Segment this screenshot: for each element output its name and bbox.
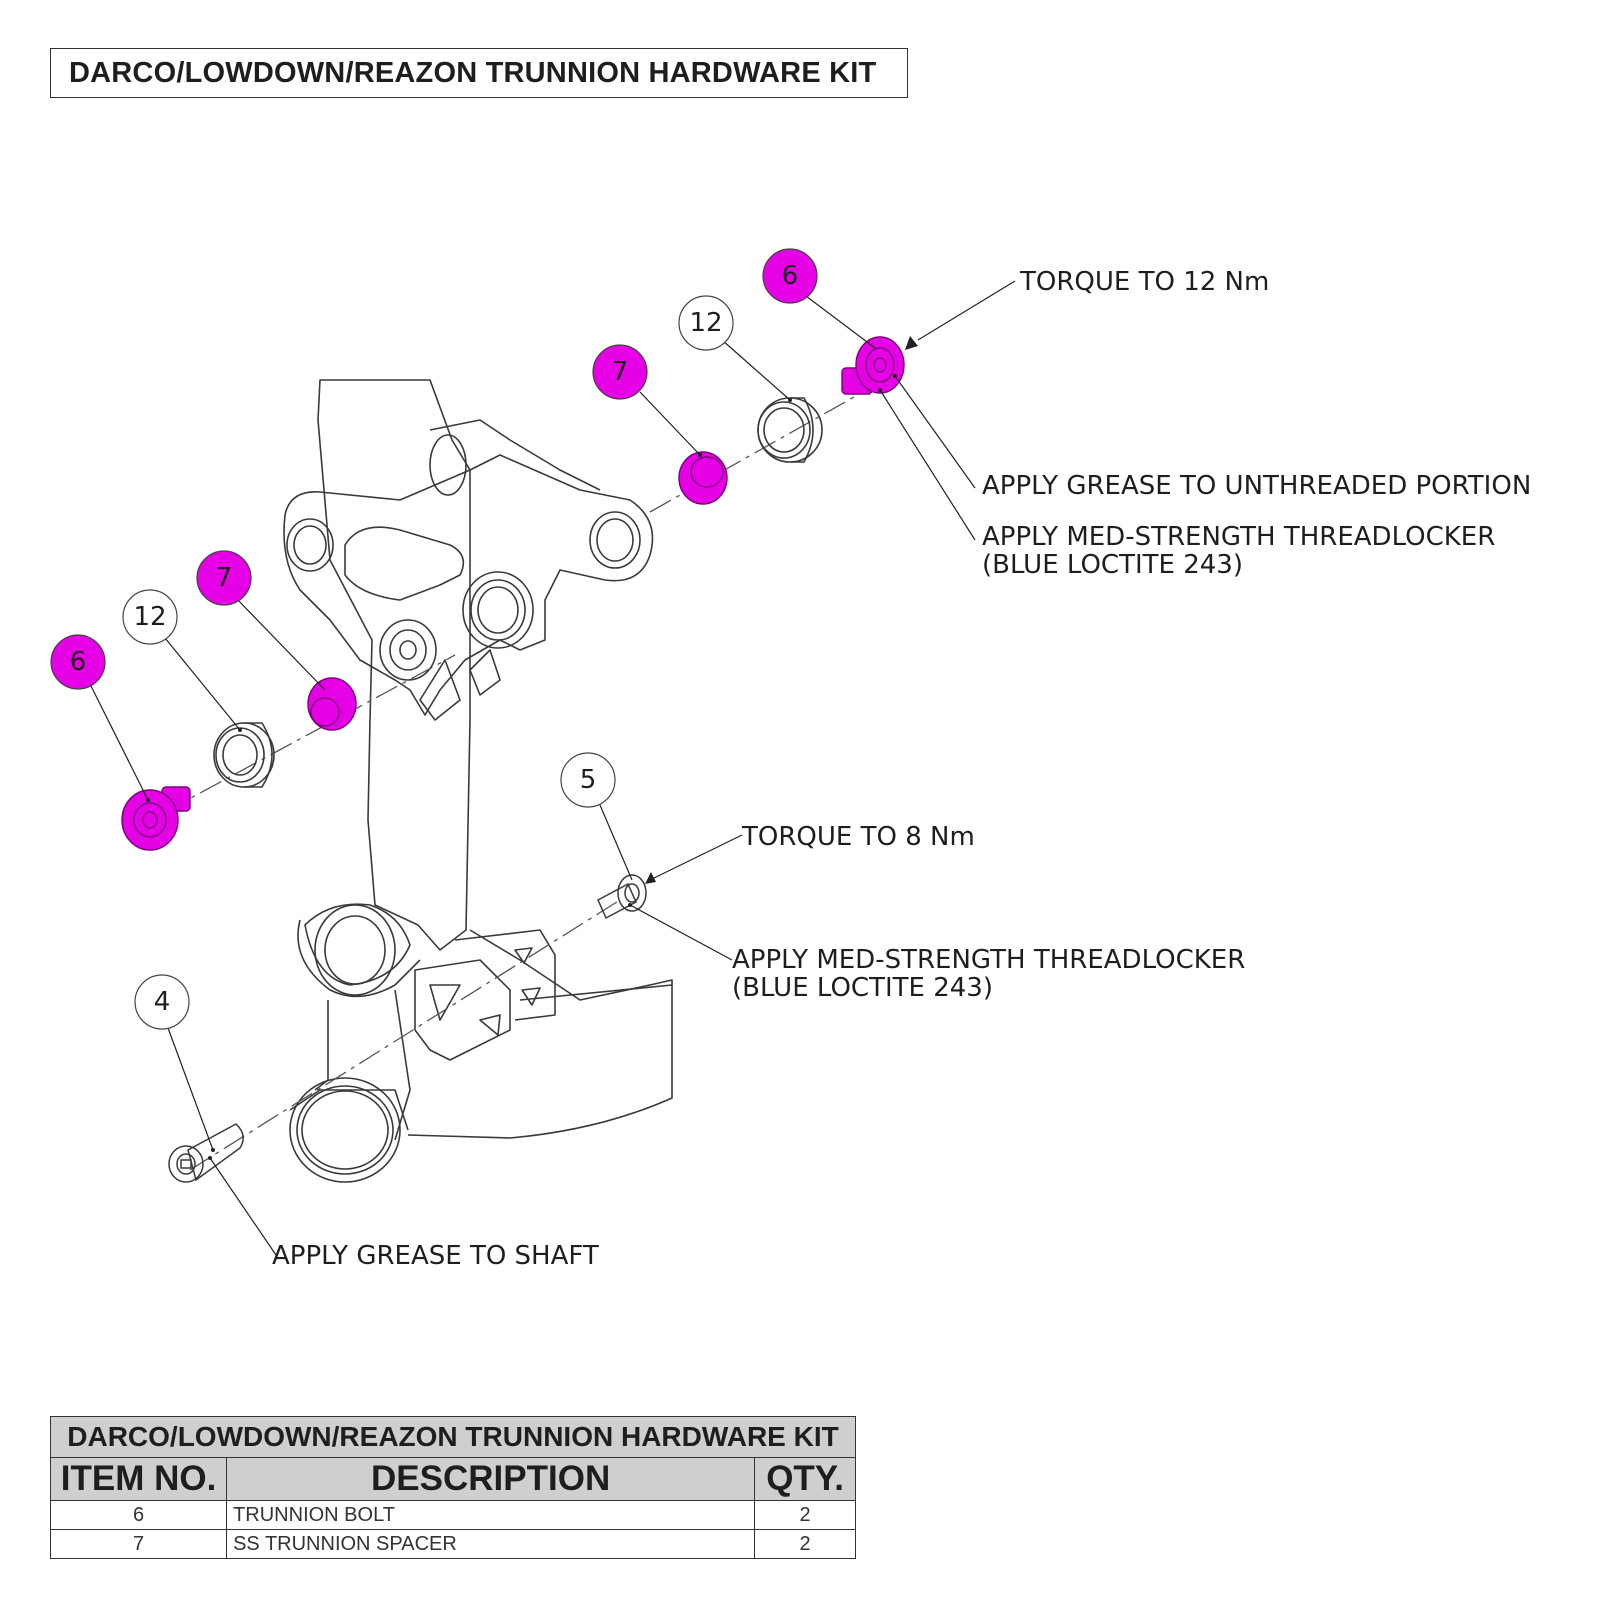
leader-dots bbox=[146, 374, 897, 1160]
bom-item-no: 6 bbox=[49, 1500, 228, 1530]
balloon-6-top: 6 bbox=[762, 248, 818, 304]
bom-header-item-no: ITEM NO. bbox=[49, 1457, 228, 1501]
bom-qty: 2 bbox=[754, 1529, 856, 1559]
trunnion-spacer-7-left bbox=[307, 677, 357, 731]
frame-outline bbox=[289, 379, 673, 1183]
bom-description: SS TRUNNION SPACER bbox=[226, 1529, 756, 1559]
table-row: 6 TRUNNION BOLT 2 bbox=[49, 1500, 856, 1530]
note-threadlocker-mid-line2: (BLUE LOCTITE 243) bbox=[732, 973, 993, 1003]
trunnion-bolt-6-top bbox=[841, 336, 905, 395]
bearing-12-left bbox=[213, 722, 275, 788]
bill-of-materials-table: DARCO/LOWDOWN/REAZON TRUNNION HARDWARE K… bbox=[49, 1416, 856, 1559]
svg-text:12: 12 bbox=[133, 602, 166, 632]
svg-text:4: 4 bbox=[154, 987, 171, 1017]
drawing-title: DARCO/LOWDOWN/REAZON TRUNNION HARDWARE K… bbox=[50, 48, 908, 98]
bom-header-qty: QTY. bbox=[754, 1457, 856, 1501]
svg-text:7: 7 bbox=[216, 563, 233, 593]
svg-text:5: 5 bbox=[580, 765, 597, 795]
axis-lines bbox=[164, 387, 871, 1171]
shock-bolt-5 bbox=[597, 874, 647, 920]
svg-text:6: 6 bbox=[70, 647, 87, 677]
trunnion-bolt-6-left bbox=[121, 786, 191, 851]
trunnion-bridge bbox=[283, 419, 654, 721]
svg-text:6: 6 bbox=[782, 261, 799, 291]
bom-description: TRUNNION BOLT bbox=[226, 1500, 756, 1530]
balloon-6-left: 6 bbox=[50, 634, 106, 690]
bearing-12-top bbox=[757, 397, 823, 463]
leader-arrowheads bbox=[645, 336, 918, 884]
balloon-12-left: 12 bbox=[122, 589, 178, 645]
shock-bracket bbox=[414, 929, 556, 1061]
bom-header-description: DESCRIPTION bbox=[226, 1457, 756, 1501]
balloon-5: 5 bbox=[560, 752, 616, 808]
balloon-12-top: 12 bbox=[678, 295, 734, 351]
note-threadlocker-top-line1: APPLY MED-STRENGTH THREADLOCKER bbox=[982, 522, 1495, 552]
note-torque-12: TORQUE TO 12 Nm bbox=[1019, 267, 1269, 297]
bom-title: DARCO/LOWDOWN/REAZON TRUNNION HARDWARE K… bbox=[50, 1416, 856, 1458]
balloon-7-top: 7 bbox=[592, 344, 648, 400]
svg-text:7: 7 bbox=[612, 357, 629, 387]
balloon-7-left: 7 bbox=[196, 550, 252, 606]
pivot-pin-4 bbox=[168, 1123, 244, 1183]
note-threadlocker-mid-line1: APPLY MED-STRENGTH THREADLOCKER bbox=[732, 945, 1245, 975]
note-grease-unthreaded: APPLY GREASE TO UNTHREADED PORTION bbox=[982, 471, 1531, 501]
trunnion-spacer-7-top bbox=[678, 451, 728, 505]
svg-text:12: 12 bbox=[689, 308, 722, 338]
note-torque-8: TORQUE TO 8 Nm bbox=[741, 822, 975, 852]
note-grease-shaft: APPLY GREASE TO SHAFT bbox=[272, 1241, 599, 1271]
balloon-4: 4 bbox=[134, 974, 190, 1030]
bom-item-no: 7 bbox=[49, 1529, 228, 1559]
leader-lines bbox=[89, 280, 1016, 1256]
note-threadlocker-top-line2: (BLUE LOCTITE 243) bbox=[982, 550, 1243, 580]
bom-qty: 2 bbox=[754, 1500, 856, 1530]
table-row: 7 SS TRUNNION SPACER 2 bbox=[49, 1529, 856, 1559]
